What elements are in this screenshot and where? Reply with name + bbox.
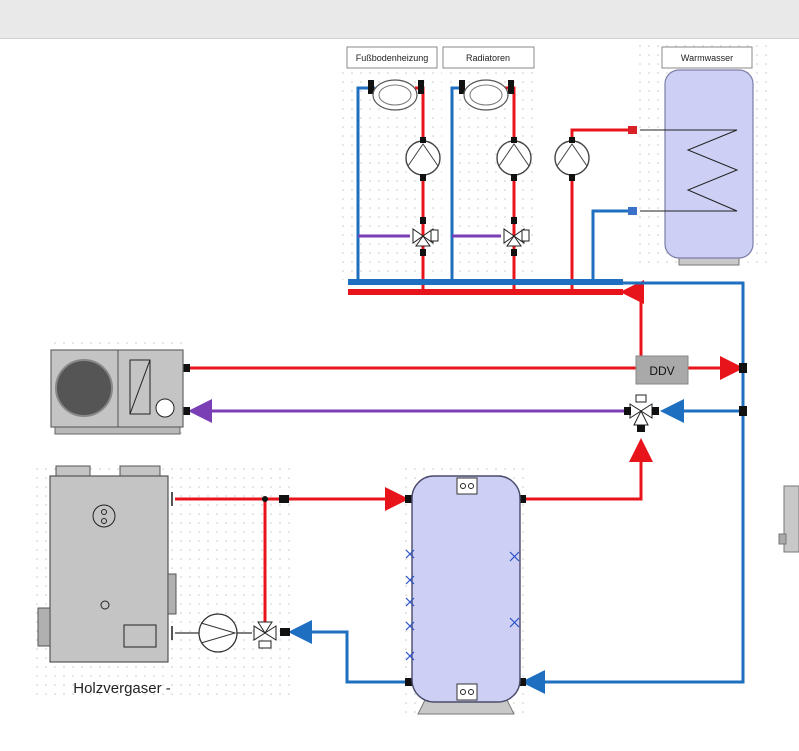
- floor-heating-emitter: [372, 79, 418, 111]
- label-warm-water: Warmwasser: [661, 46, 753, 69]
- radiator-pump-icon: [496, 137, 532, 181]
- toolbar-strip: [0, 0, 799, 39]
- dhw-pump-icon: [554, 137, 590, 181]
- main-return-pipe: [521, 281, 745, 694]
- boiler-mixing-valve-icon: [253, 621, 277, 649]
- floor-mixing-valve-icon: [412, 217, 439, 256]
- heatpump-mixing-valve-icon: [624, 394, 659, 432]
- warm-water-tank: [640, 69, 754, 266]
- buffer-to-mixer-pipe: [526, 438, 653, 501]
- pipe-connectors: [180, 80, 747, 686]
- dhw-supply-pipe: [570, 128, 632, 290]
- offscreen-shape-fragment: [778, 485, 799, 553]
- floor-pump-icon: [405, 137, 441, 181]
- dhw-return-pipe: [591, 209, 632, 282]
- dhw-inlet-connector: [628, 126, 637, 134]
- svg-text:DDV: DDV: [649, 364, 674, 378]
- radiator-mixing-valve-icon: [503, 217, 530, 256]
- svg-text:Radiatoren: Radiatoren: [466, 53, 510, 63]
- radiator-emitter: [463, 79, 509, 111]
- manifold-return: [348, 279, 623, 285]
- ddv-to-manifold-pipe: [620, 280, 644, 356]
- manifold-supply: [348, 289, 623, 295]
- heat-pump-unit: [50, 349, 184, 435]
- boiler-pump-icon: [198, 613, 238, 653]
- label-radiators: Radiatoren: [442, 46, 535, 69]
- pipe-junction: [262, 496, 268, 502]
- svg-text:Warmwasser: Warmwasser: [681, 53, 733, 63]
- wood-gasifier-boiler: [37, 465, 177, 663]
- dhw-outlet-connector: [628, 207, 637, 215]
- buffer-to-boiler-pipe: [288, 620, 405, 684]
- label-floor-heating: Fußbodenheizung: [346, 46, 438, 69]
- ddv-block: DDV: [635, 355, 689, 385]
- boiler-label: Holzvergaser -: [73, 680, 171, 697]
- buffer-tank: [405, 475, 521, 715]
- svg-text:Fußbodenheizung: Fußbodenheizung: [356, 53, 429, 63]
